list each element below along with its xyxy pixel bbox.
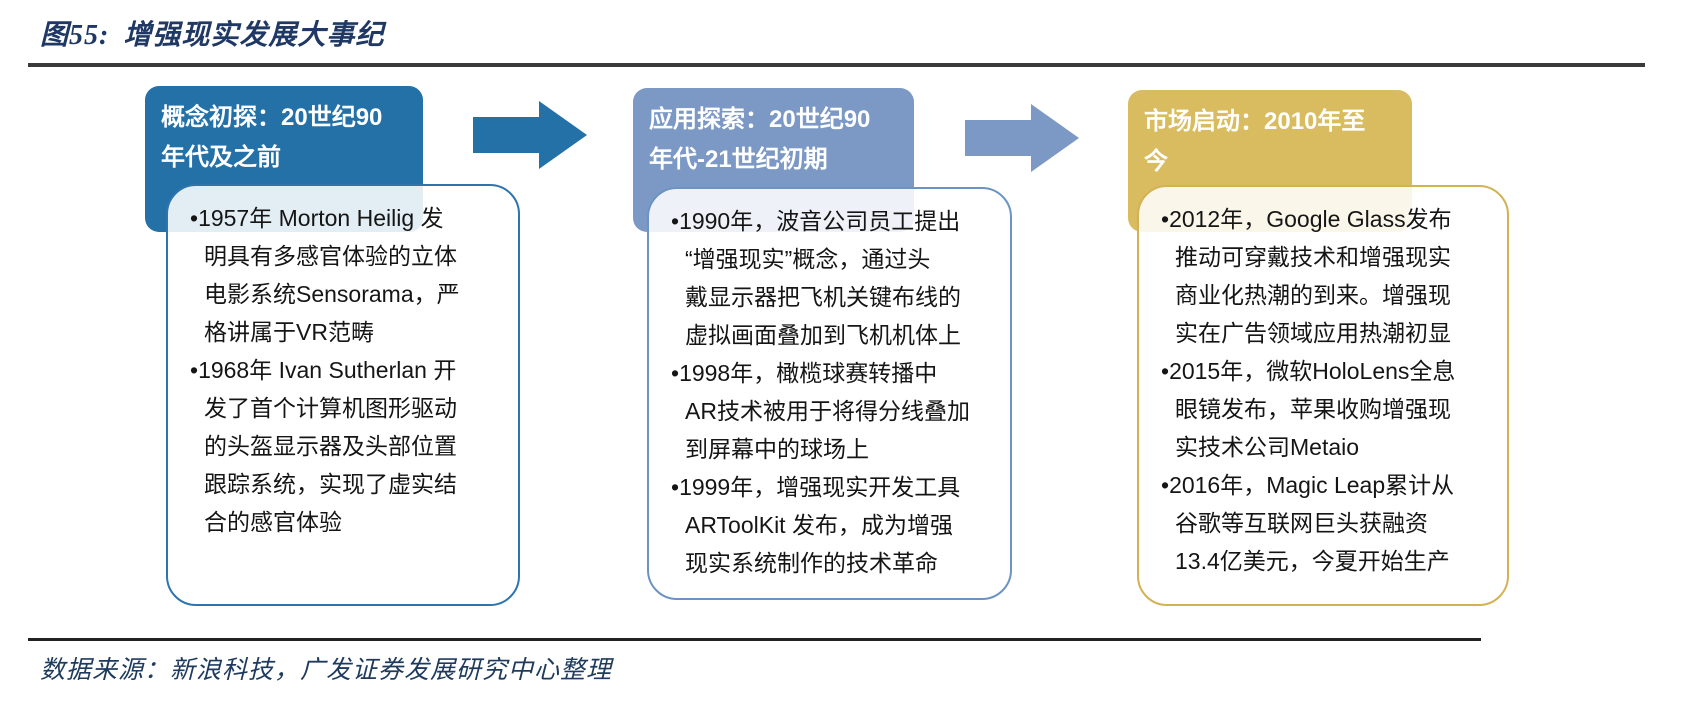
flow-arrow-right-icon [965, 104, 1079, 172]
event-item: 2012年，Google Glass发布 推动可穿戴技术和增强现实 商业化热潮的… [1161, 200, 1495, 352]
arrow-head [539, 101, 587, 169]
stage-3-content: 2012年，Google Glass发布 推动可穿戴技术和增强现实 商业化热潮的… [1137, 185, 1509, 606]
arrow-shaft [473, 117, 539, 153]
title-divider [28, 63, 1645, 67]
stage-1-event-list: 1957年 Morton Heilig 发 明具有多感官体验的立体 电影系统Se… [190, 199, 506, 541]
stage-2-content: 1990年，波音公司员工提出 “增强现实”概念，通过头 戴显示器把飞机关键布线的… [647, 187, 1012, 600]
event-item: 2015年，微软HoloLens全息 眼镜发布，苹果收购增强现 实技术公司Met… [1161, 352, 1495, 466]
figure-title-text: 增强现实发展大事纪 [123, 20, 385, 51]
figure-label: 图55: [40, 20, 110, 51]
event-item: 1990年，波音公司员工提出 “增强现实”概念，通过头 戴显示器把飞机关键布线的… [671, 202, 998, 354]
event-item: 1968年 Ivan Sutherlan 开 发了首个计算机图形驱动 的头盔显示… [190, 351, 506, 541]
data-source-note: 数据来源：新浪科技，广发证券发展研究中心整理 [40, 657, 613, 684]
stage-1-content: 1957年 Morton Heilig 发 明具有多感官体验的立体 电影系统Se… [166, 184, 520, 606]
event-item: 1999年，增强现实开发工具 ARToolKit 发布，成为增强 现实系统制作的… [671, 468, 998, 582]
footer-divider [28, 638, 1481, 641]
arrow-shaft [965, 120, 1031, 156]
flow-arrow-right-icon [473, 101, 587, 169]
stage-3-event-list: 2012年，Google Glass发布 推动可穿戴技术和增强现实 商业化热潮的… [1161, 200, 1495, 580]
stage-2-event-list: 1990年，波音公司员工提出 “增强现实”概念，通过头 戴显示器把飞机关键布线的… [671, 202, 998, 582]
arrow-head [1031, 104, 1079, 172]
event-item: 1957年 Morton Heilig 发 明具有多感官体验的立体 电影系统Se… [190, 199, 506, 351]
event-item: 1998年，橄榄球赛转播中 AR技术被用于将得分线叠加 到屏幕中的球场上 [671, 354, 998, 468]
event-item: 2016年，Magic Leap累计从 谷歌等互联网巨头获融资 13.4亿美元，… [1161, 466, 1495, 580]
figure-title: 图55: 增强现实发展大事纪 [40, 13, 384, 53]
